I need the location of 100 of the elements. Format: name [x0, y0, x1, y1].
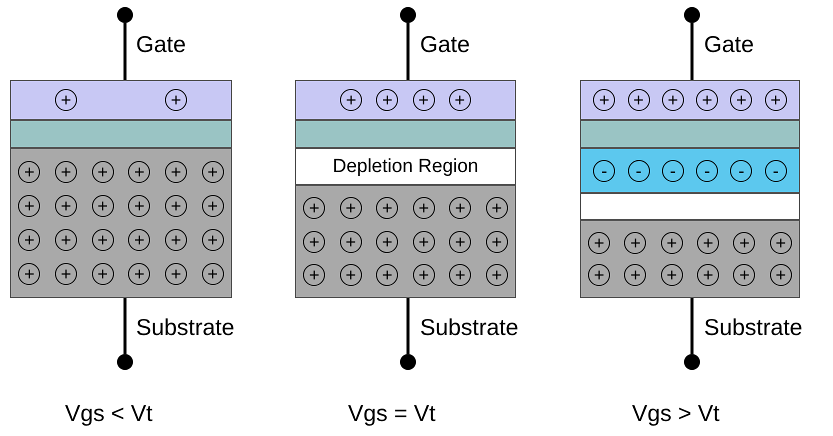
charge-symbol: + — [628, 89, 650, 111]
inversion-layer — [580, 148, 800, 193]
charge-symbol: + — [340, 197, 362, 220]
charge-symbol: + — [303, 197, 326, 220]
charge-symbol: + — [660, 264, 683, 286]
charge-symbol: + — [449, 264, 472, 286]
charge-symbol: + — [18, 263, 40, 285]
region-label: Depletion Region — [332, 156, 478, 178]
empty-layer — [580, 193, 800, 220]
charge-symbol: + — [696, 89, 718, 111]
charge-symbol: - — [730, 160, 752, 182]
terminal-label: Gate — [704, 31, 754, 58]
substrate-layer — [10, 148, 232, 298]
charge-symbol: + — [588, 232, 610, 254]
charge-symbol: + — [697, 232, 720, 254]
charge-symbol: + — [376, 89, 398, 111]
charge-symbol: + — [128, 263, 150, 285]
charge-symbol: + — [486, 197, 508, 220]
charge-symbol: + — [165, 89, 187, 111]
charge-symbol: + — [164, 229, 187, 251]
charge-symbol: + — [164, 195, 187, 217]
terminal-dot — [400, 354, 416, 370]
depletion-layer — [295, 148, 516, 185]
terminal-wire — [406, 298, 410, 354]
charge-symbol: + — [340, 230, 362, 252]
charge-symbol: + — [733, 232, 756, 254]
charge-symbol: + — [486, 264, 508, 286]
terminal-label: Gate — [420, 31, 470, 58]
charge-symbol: + — [92, 195, 114, 217]
charge-symbol: + — [164, 263, 187, 285]
charge-symbol: + — [202, 195, 224, 217]
charge-symbol: + — [303, 264, 326, 286]
charge-symbol: + — [164, 161, 187, 183]
terminal-dot — [117, 354, 133, 370]
terminal-wire — [406, 23, 410, 80]
terminal-label: Substrate — [704, 314, 802, 341]
gate-layer — [10, 80, 232, 120]
charge-symbol: + — [733, 264, 756, 286]
charge-symbol: + — [697, 264, 720, 286]
charge-symbol: + — [303, 230, 326, 252]
charge-symbol: + — [486, 230, 508, 252]
terminal-wire — [124, 298, 126, 354]
terminal-label: Substrate — [136, 314, 234, 341]
charge-symbol: + — [54, 229, 77, 251]
charge-symbol: + — [770, 264, 792, 286]
charge-symbol: - — [628, 160, 650, 182]
charge-symbol: + — [128, 229, 150, 251]
charge-symbol: + — [18, 229, 40, 251]
oxide-layer — [10, 120, 232, 148]
charge-symbol: + — [588, 264, 610, 286]
substrate-layer — [295, 185, 516, 298]
charge-symbol: + — [376, 197, 398, 220]
terminal-dot — [684, 354, 700, 370]
condition-label: Vgs < Vt — [65, 400, 153, 427]
charge-symbol: + — [92, 161, 114, 183]
charge-symbol: + — [412, 230, 435, 252]
oxide-layer — [580, 120, 800, 148]
charge-symbol: - — [696, 160, 718, 182]
condition-label: Vgs > Vt — [632, 400, 720, 427]
terminal-dot — [400, 7, 416, 23]
charge-symbol: + — [128, 161, 150, 183]
charge-symbol: + — [764, 89, 787, 111]
charge-symbol: + — [412, 264, 435, 286]
terminal-dot — [684, 7, 700, 23]
terminal-wire — [124, 23, 126, 80]
charge-symbol: + — [202, 229, 224, 251]
charge-symbol: + — [662, 89, 684, 111]
charge-symbol: - — [662, 160, 684, 182]
charge-symbol: + — [92, 229, 114, 251]
charge-symbol: + — [55, 89, 77, 111]
charge-symbol: + — [730, 89, 752, 111]
charge-symbol: + — [340, 264, 362, 286]
charge-symbol: + — [449, 230, 472, 252]
charge-symbol: + — [770, 232, 792, 254]
charge-symbol: + — [128, 195, 150, 217]
charge-symbol: + — [412, 197, 435, 220]
charge-symbol: + — [448, 89, 471, 111]
charge-symbol: - — [764, 160, 787, 182]
charge-symbol: - — [593, 160, 616, 182]
charge-symbol: + — [340, 89, 362, 111]
charge-symbol: + — [376, 264, 398, 286]
terminal-wire — [690, 298, 694, 354]
charge-symbol: + — [18, 161, 40, 183]
charge-symbol: + — [376, 230, 398, 252]
charge-symbol: + — [54, 263, 77, 285]
charge-symbol: + — [624, 264, 646, 286]
terminal-wire — [690, 23, 694, 80]
charge-symbol: + — [593, 89, 616, 111]
substrate-layer — [580, 220, 800, 298]
charge-symbol: + — [54, 161, 77, 183]
charge-symbol: + — [624, 232, 646, 254]
charge-symbol: + — [412, 89, 435, 111]
charge-symbol: + — [660, 232, 683, 254]
condition-label: Vgs = Vt — [348, 400, 436, 427]
charge-symbol: + — [202, 161, 224, 183]
gate-layer — [580, 80, 800, 120]
charge-symbol: + — [202, 263, 224, 285]
charge-symbol: + — [18, 195, 40, 217]
terminal-dot — [117, 7, 133, 23]
charge-symbol: + — [54, 195, 77, 217]
